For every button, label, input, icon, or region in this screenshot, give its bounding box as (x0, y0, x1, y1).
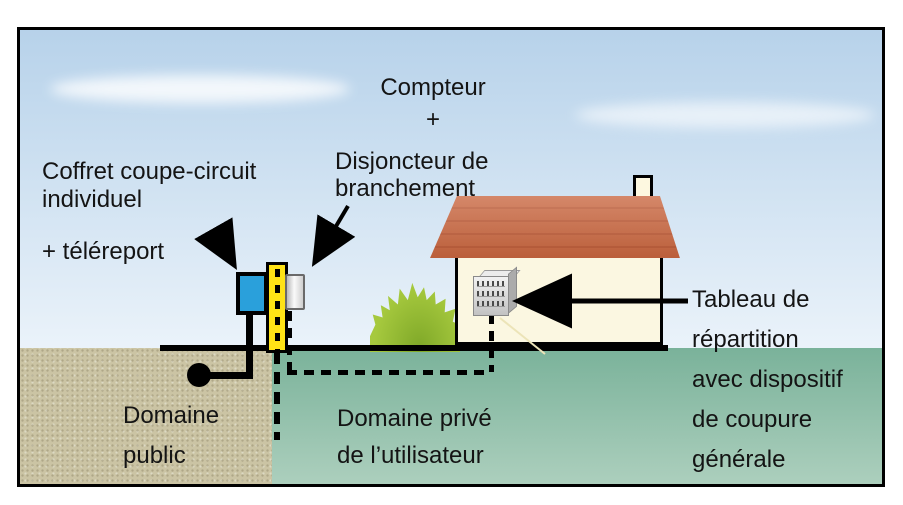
private-domain-line2: de l’utilisateur (337, 442, 484, 469)
module-row (477, 281, 505, 287)
indoor-feed-dashed-line-up (489, 314, 494, 372)
service-cutout-box-icon (236, 272, 268, 315)
branch-breaker-icon (285, 274, 305, 310)
indoor-feed-dashed-line-across (287, 370, 491, 375)
coffret-label: Coffret coupe-circuit individuel (42, 158, 256, 214)
distribution-board-side (508, 266, 517, 314)
private-domain-label: Domaine privé de l’utilisateur (337, 400, 492, 474)
telereport-label: + téléreport (42, 238, 164, 266)
breaker-label-line2: branchement (335, 175, 476, 202)
house-roof (430, 196, 680, 258)
ground-line (160, 345, 668, 351)
coffret-label-line2: individuel (42, 186, 143, 213)
underground-cable-vertical (246, 313, 253, 379)
tableau-label: Tableau de répartition avec dispositif d… (692, 280, 843, 480)
underground-cable-horizontal (200, 372, 253, 379)
cable-junction-dot (187, 363, 211, 387)
tableau-label-line3: avec dispositif (692, 366, 843, 393)
indoor-feed-dashed-line-down (287, 311, 292, 372)
cloud-icon (575, 102, 875, 128)
module-row (477, 291, 505, 297)
meter-label-line1: Compteur (380, 74, 486, 101)
public-domain-label: Domaine public (123, 396, 219, 476)
public-domain-line1: Domaine (123, 402, 220, 429)
distribution-board-icon (473, 266, 521, 316)
diagram-frame: Compteur + Disjoncteur de branchement Co… (17, 27, 885, 487)
public-domain-line2: public (123, 442, 186, 469)
public-domain-ground (20, 348, 272, 484)
breaker-label: Disjoncteur de branchement (335, 148, 488, 202)
tableau-label-line2: répartition (692, 326, 799, 353)
meter-label: Compteur + (328, 72, 538, 136)
meter-pole-stripe (274, 265, 280, 350)
module-row (477, 301, 505, 307)
distribution-board-face (473, 276, 509, 316)
cloud-icon (50, 75, 350, 103)
domain-boundary-dashed-line (274, 352, 280, 440)
tableau-label-line5: générale (692, 446, 786, 473)
telereport-label-line: + téléreport (42, 238, 165, 265)
coffret-label-line1: Coffret coupe-circuit (42, 158, 257, 185)
tableau-label-line1: Tableau de (692, 286, 810, 313)
breaker-label-line1: Disjoncteur de (335, 148, 489, 175)
tableau-label-line4: de coupure (692, 406, 813, 433)
private-domain-line1: Domaine privé (337, 405, 492, 432)
meter-label-plus: + (425, 106, 440, 133)
